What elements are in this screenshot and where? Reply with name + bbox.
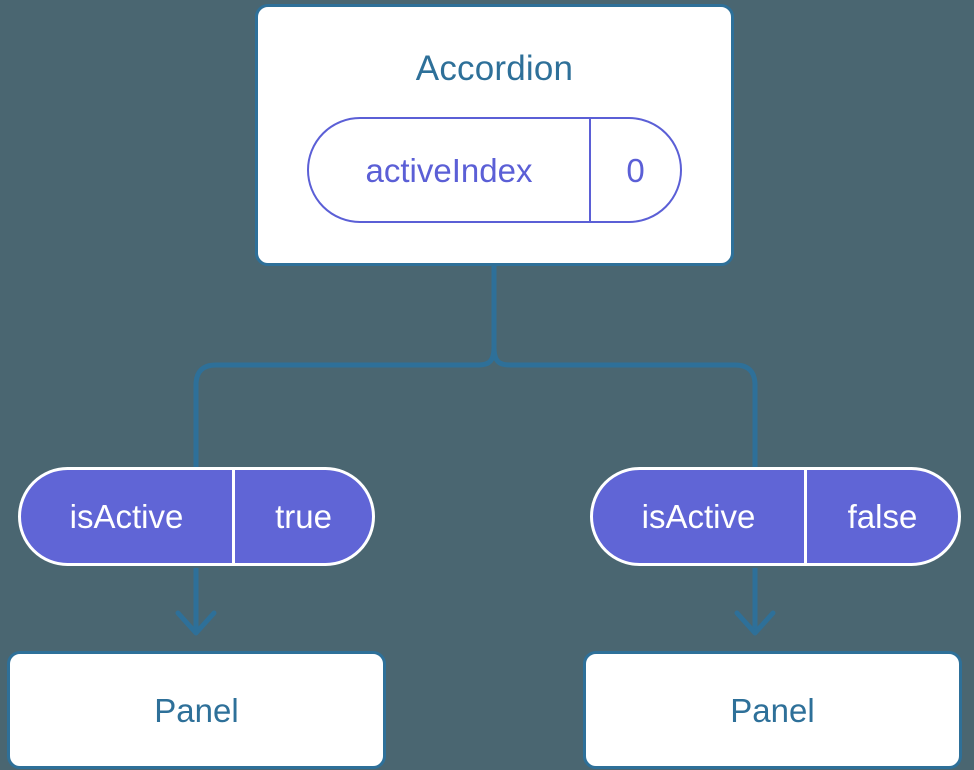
edge-branch-right (491, 344, 758, 470)
arrow-head-left-icon (175, 610, 217, 636)
prop-chip-is-active-false-key: isActive (593, 470, 807, 563)
node-panel-left[interactable]: Panel (7, 651, 386, 769)
prop-chip-is-active-false[interactable]: isActive false (590, 467, 961, 566)
state-chip-active-index-key: activeIndex (309, 119, 591, 221)
arrow-head-right-icon (734, 610, 776, 636)
node-panel-left-title: Panel (154, 691, 239, 729)
prop-chip-is-active-true-value: true (275, 498, 332, 535)
node-accordion-title: Accordion (415, 49, 574, 88)
edge-branch-left (193, 344, 497, 470)
prop-chip-is-active-false-value: false (847, 498, 918, 535)
state-chip-active-index[interactable]: activeIndex 0 (307, 117, 682, 223)
node-panel-right[interactable]: Panel (583, 651, 962, 769)
prop-chip-is-active-true-key: isActive (21, 470, 235, 563)
prop-chip-is-active-true[interactable]: isActive true (18, 467, 375, 566)
node-panel-right-title: Panel (730, 691, 815, 729)
state-chip-active-index-value: 0 (626, 151, 645, 189)
